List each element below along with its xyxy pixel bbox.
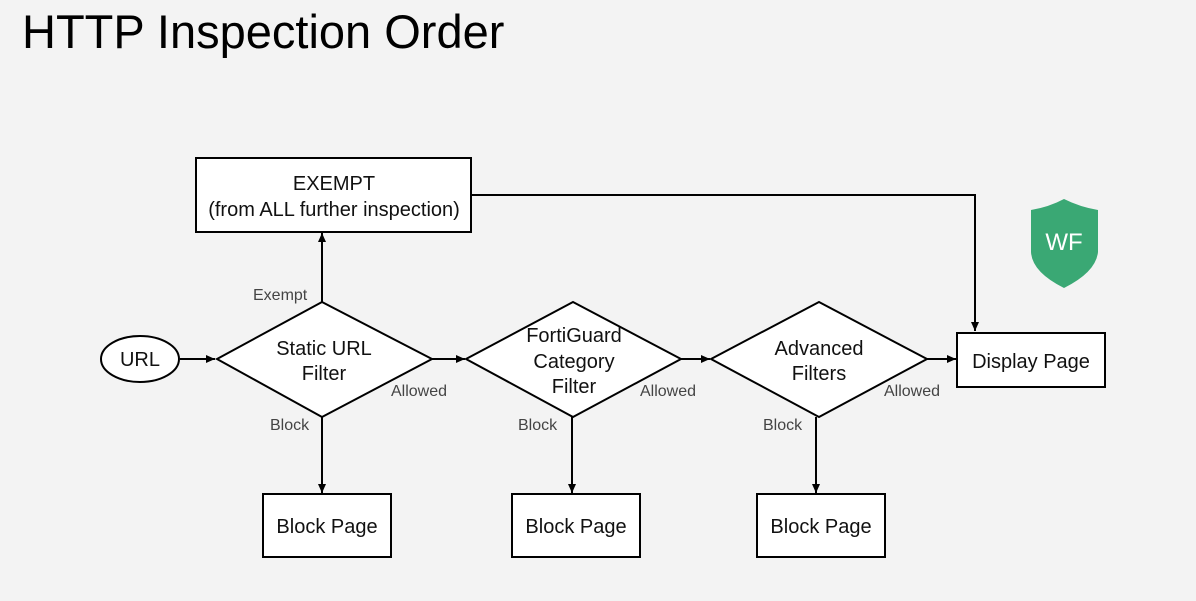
static-url-filter-label-2: Filter bbox=[302, 363, 347, 385]
block-page-node-2: Block Page bbox=[511, 493, 641, 558]
display-page-label: Display Page bbox=[972, 351, 1090, 373]
advanced-filters-node: Advanced Filters bbox=[708, 300, 930, 419]
fortiguard-label-2: Category bbox=[533, 351, 614, 373]
url-label: URL bbox=[120, 349, 160, 371]
page-title: HTTP Inspection Order bbox=[22, 5, 505, 58]
block-page-node-1: Block Page bbox=[262, 493, 392, 558]
shield-badge-text: WF bbox=[1045, 229, 1082, 256]
edge-label-block-1: Block bbox=[270, 417, 310, 434]
edge-label-allowed-3: Allowed bbox=[884, 383, 940, 400]
exempt-node: EXEMPT (from ALL further inspection) bbox=[195, 157, 472, 233]
edge-label-allowed-2: Allowed bbox=[640, 383, 696, 400]
edge-exempt-to-display bbox=[460, 194, 979, 331]
url-node: URL bbox=[100, 335, 180, 383]
shield-shape bbox=[1031, 199, 1098, 288]
display-page-node: Display Page bbox=[956, 332, 1106, 388]
static-url-filter-node: Static URL Filter bbox=[214, 300, 435, 419]
block-page-node-3: Block Page bbox=[756, 493, 886, 558]
edge-label-block-2: Block bbox=[518, 417, 558, 434]
exempt-subtitle: (from ALL further inspection) bbox=[208, 199, 460, 221]
fortiguard-label-3: Filter bbox=[552, 376, 597, 398]
block-page-label-3: Block Page bbox=[770, 516, 871, 538]
edge-label-block-3: Block bbox=[763, 417, 803, 434]
static-url-filter-label-1: Static URL bbox=[276, 338, 372, 360]
wf-shield-icon: WF bbox=[1031, 199, 1098, 288]
block-page-label-2: Block Page bbox=[525, 516, 626, 538]
edge-label-allowed-1: Allowed bbox=[391, 383, 447, 400]
advanced-filters-label-1: Advanced bbox=[775, 338, 864, 360]
block-page-label-1: Block Page bbox=[276, 516, 377, 538]
fortiguard-label-1: FortiGuard bbox=[526, 325, 622, 347]
exempt-title: EXEMPT bbox=[293, 173, 375, 195]
fortiguard-filter-node: FortiGuard Category Filter bbox=[463, 300, 684, 419]
advanced-filters-label-2: Filters bbox=[792, 363, 846, 385]
edge-label-exempt: Exempt bbox=[253, 287, 308, 304]
